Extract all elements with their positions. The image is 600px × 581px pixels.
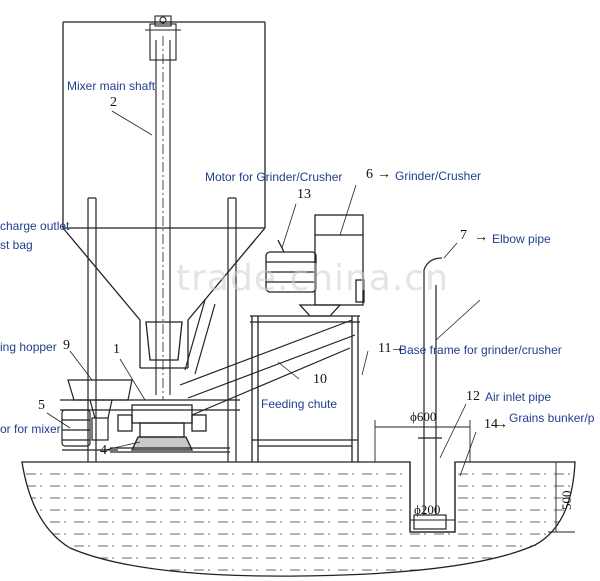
part-number-13: 13 xyxy=(297,187,311,202)
part-number-2: 2 xyxy=(110,95,117,110)
part-number-5: 5 xyxy=(38,398,45,413)
mixer-gearbox xyxy=(110,404,230,453)
label-mixer-main-shaft: Mixer main shaft xyxy=(67,79,156,93)
arrow-grains-bunker: → xyxy=(494,417,508,432)
label-base-frame: Base frame for grinder/crusher xyxy=(399,343,562,357)
grinder-drawing xyxy=(265,214,365,317)
mixer-motor-drawing xyxy=(61,409,118,451)
dimension-lines xyxy=(374,420,575,533)
label-dust-bag: st bag xyxy=(0,238,33,252)
part-number-7: 7 xyxy=(460,228,467,243)
part-number-11: 11 xyxy=(378,341,392,356)
label-grains-bunker: Grains bunker/p xyxy=(509,411,595,425)
air-inlet-pipe-drawing xyxy=(413,257,447,530)
ground-section xyxy=(21,461,576,577)
dimension-height-500: 500 xyxy=(559,490,574,511)
label-elbow-pipe: Elbow pipe xyxy=(492,232,551,246)
label-motor-mixer: or for mixer xyxy=(0,422,61,436)
label-feeding-chute: Feeding chute xyxy=(261,397,338,411)
label-feeding-hopper: ing hopper xyxy=(0,340,57,354)
feeding-chute-drawing xyxy=(179,299,356,416)
leader-lines xyxy=(46,110,481,477)
part-number-14: 14 xyxy=(484,417,498,432)
part-number-1: 1 xyxy=(113,342,120,357)
mixer-silo xyxy=(62,21,266,369)
part-number-6: 6 xyxy=(366,167,373,182)
label-motor-grinder: Motor for Grinder/Crusher xyxy=(205,170,343,184)
feeding-hopper-drawing xyxy=(67,379,133,419)
part-number-12: 12 xyxy=(466,389,480,404)
watermark: trade.china.cn xyxy=(176,258,449,299)
part-number-9: 9 xyxy=(63,338,70,353)
part-number-10: 10 xyxy=(313,372,327,387)
arrow-base-frame: → xyxy=(390,341,404,356)
grinder-base-frame xyxy=(250,315,360,462)
dimension-diameter-600: ϕ600 xyxy=(410,409,437,424)
part-number-4: 4 xyxy=(100,443,107,458)
label-air-inlet-pipe: Air inlet pipe xyxy=(485,390,552,404)
label-discharge-outlet: charge outlet xyxy=(0,219,70,233)
dimension-diameter-200: ϕ200 xyxy=(414,502,441,517)
arrow-elbow-pipe: → xyxy=(474,230,488,245)
label-grinder: Grinder/Crusher xyxy=(395,169,482,183)
arrow-grinder: → xyxy=(377,167,391,182)
mixer-main-shaft xyxy=(145,15,181,400)
